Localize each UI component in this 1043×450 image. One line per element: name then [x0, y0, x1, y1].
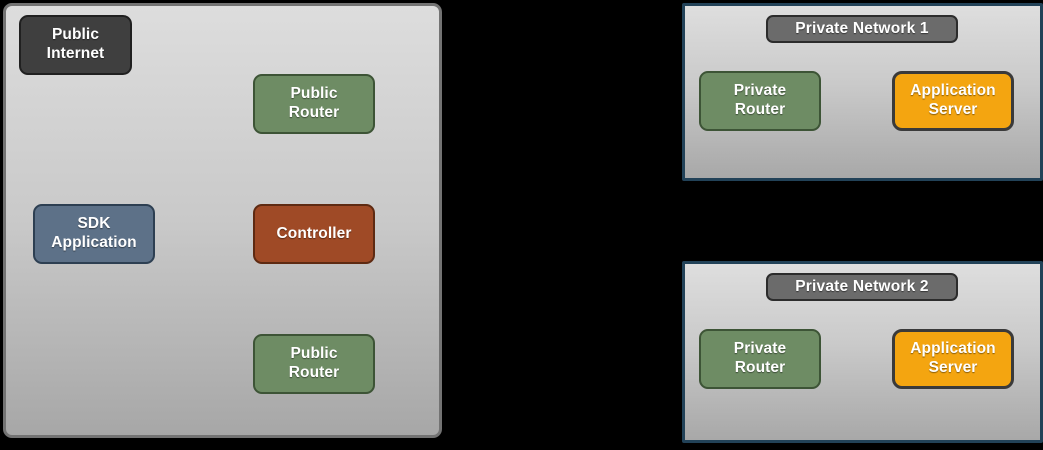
private-network-1-title-badge: Private Network 1 — [766, 15, 958, 43]
node-sdk-application-label-line2: Application — [51, 234, 137, 251]
node-private-router-1[interactable]: Private Router — [699, 71, 821, 131]
node-public-router-2[interactable]: Public Router — [253, 334, 375, 394]
node-public-router-1-label-line1: Public — [290, 85, 338, 103]
node-application-server-2[interactable]: Application Server — [892, 329, 1014, 389]
node-application-server-2-label-line1: Application — [910, 340, 996, 358]
private-network-2-zone: Private Network 2 Private Router Applica… — [682, 261, 1043, 443]
node-public-router-1[interactable]: Public Router — [253, 74, 375, 134]
node-public-router-2-label-line2: Router — [288, 364, 340, 381]
node-public-internet[interactable]: Public Internet — [19, 15, 132, 75]
node-public-internet-label-line2: Internet — [46, 45, 105, 62]
private-network-1-zone: Private Network 1 Private Router Applica… — [682, 3, 1043, 181]
public-internet-zone: Public Internet Public Router SDK Applic… — [3, 3, 442, 438]
node-public-router-2-label-line1: Public — [290, 345, 338, 363]
node-private-router-1-label-line2: Router — [734, 101, 786, 118]
node-application-server-1-label-line2: Server — [928, 101, 978, 118]
node-application-server-2-label-line2: Server — [928, 359, 978, 376]
node-controller-label-line1: Controller — [276, 224, 352, 242]
node-sdk-application-label-line1: SDK — [77, 215, 111, 233]
node-private-router-1-label-line1: Private — [733, 82, 787, 100]
private-network-2-title-label: Private Network 2 — [795, 278, 929, 295]
private-network-1-title-label: Private Network 1 — [795, 20, 929, 37]
private-network-2-title-badge: Private Network 2 — [766, 273, 958, 301]
node-private-router-2[interactable]: Private Router — [699, 329, 821, 389]
node-public-internet-label-line1: Public — [51, 26, 100, 44]
node-sdk-application[interactable]: SDK Application — [33, 204, 155, 264]
node-controller[interactable]: Controller — [253, 204, 375, 264]
node-application-server-1[interactable]: Application Server — [892, 71, 1014, 131]
node-private-router-2-label-line2: Router — [734, 359, 786, 376]
node-application-server-1-label-line1: Application — [910, 82, 996, 100]
node-private-router-2-label-line1: Private — [733, 340, 787, 358]
node-public-router-1-label-line2: Router — [288, 104, 340, 121]
